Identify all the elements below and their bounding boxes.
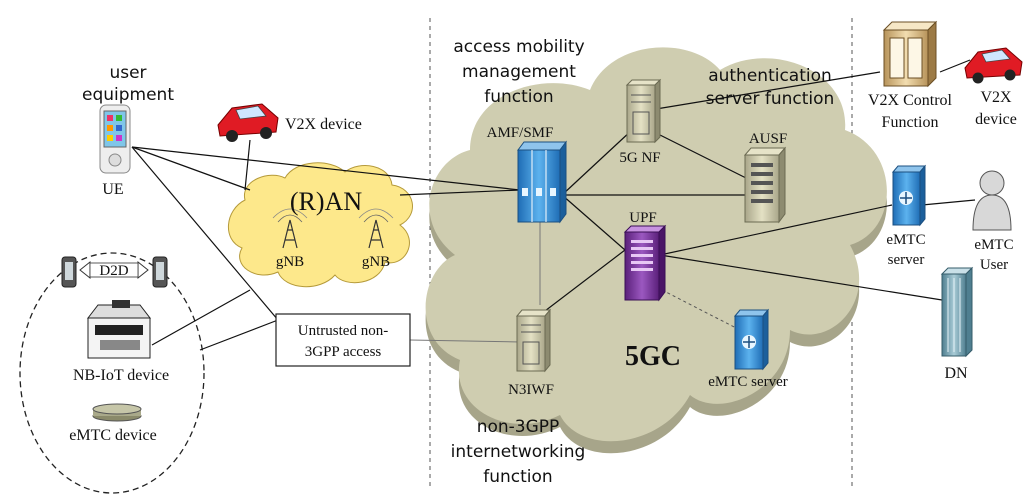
user-equipment-label-2: equipment (82, 85, 174, 105)
n3iwf-label: N3IWF (508, 382, 554, 398)
upf-emtc-dashed-link (661, 289, 741, 331)
emtc-user-label-2: User (980, 257, 1008, 273)
untrusted-label-1: Untrusted non- (298, 323, 388, 339)
v2x-right-label-1: V2X (980, 89, 1012, 106)
gnb-right-label: gNB (362, 254, 390, 270)
ue-label: UE (102, 181, 123, 198)
d2d-phone-left-icon (61, 256, 77, 288)
core-5gc-label: 5GC (625, 341, 681, 372)
n3iwf-desc-1: non-3GPP (477, 417, 560, 437)
d2d-label: D2D (99, 263, 128, 279)
amf-smf-server-icon (517, 140, 567, 224)
emtc-user-icon (972, 170, 1012, 231)
ausf-server-icon (743, 146, 787, 224)
connections (131, 59, 976, 351)
v2x-device-label: V2X device (285, 116, 362, 133)
car-icon-left (217, 103, 279, 142)
emtc-server-right-label-1: eMTC (886, 232, 925, 248)
amf-desc-3: function (484, 87, 553, 107)
emtc-server-core-label: eMTC server (708, 374, 788, 390)
ue-phone-icon (99, 104, 131, 174)
amf-smf-label: AMF/SMF (487, 125, 554, 141)
nbiot-device-label: NB-IoT device (73, 367, 169, 384)
n3iwf-desc-3: function (483, 467, 552, 487)
ran-label: (R)AN (290, 187, 362, 216)
emtc-server-right-icon (891, 164, 927, 227)
emtc-server-core-icon (733, 308, 770, 371)
device-group-ellipse (19, 252, 205, 494)
nf-5g-label: 5G NF (619, 150, 660, 166)
emtc-device-icon (92, 403, 142, 422)
user-equipment-label-1: user (109, 63, 146, 83)
emtc-device-label: eMTC device (69, 427, 157, 444)
gnb-tower-icon-left (272, 208, 308, 249)
amf-desc-2: management (462, 62, 576, 82)
d2d-phone-right-icon (152, 256, 168, 288)
amf-desc-1: access mobility (453, 37, 584, 57)
d2d-arrow-icon (79, 260, 149, 280)
dn-server-icon (940, 266, 974, 358)
auth-desc-1: authentication (708, 66, 832, 86)
upf-label: UPF (629, 210, 657, 226)
nf-5g-server-icon (625, 78, 662, 144)
nbiot-device-icon (86, 300, 152, 359)
v2x-control-label-1: V2X Control (868, 92, 953, 109)
v2x-control-cabinet-icon (882, 20, 938, 88)
emtc-user-label-1: eMTC (974, 237, 1013, 253)
dn-label: DN (944, 365, 968, 382)
ran-cloud (227, 162, 413, 288)
n3iwf-desc-2: internetworking (451, 442, 586, 462)
ausf-label: AUSF (749, 131, 787, 147)
untrusted-label-2: 3GPP access (305, 344, 382, 360)
n3iwf-server-icon (515, 308, 552, 373)
gnb-left-label: gNB (276, 254, 304, 270)
untrusted-access-box (275, 313, 411, 367)
car-icon-right (964, 47, 1023, 84)
v2x-right-label-2: device (975, 111, 1017, 128)
gnb-tower-icon-right (358, 208, 394, 249)
auth-desc-2: server function (706, 89, 835, 109)
emtc-server-right-label-2: server (888, 252, 925, 268)
upf-server-icon (623, 224, 667, 302)
untrusted-n3iwf-link (409, 339, 521, 343)
v2x-control-label-2: Function (882, 114, 939, 131)
